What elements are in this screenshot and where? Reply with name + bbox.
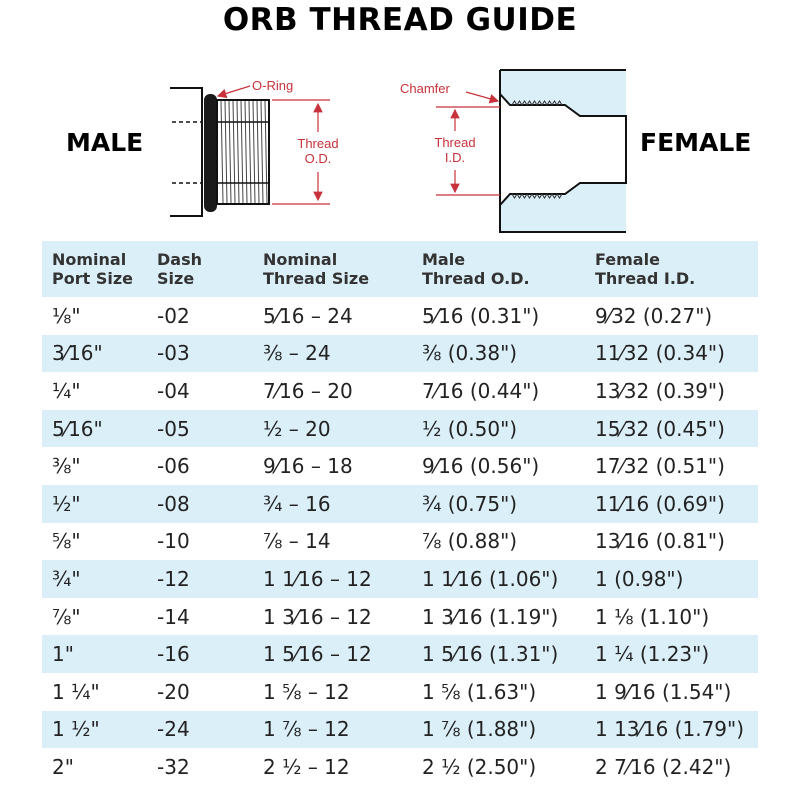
orb-thread-table: Nominal Port Size Dash Size Nominal Thre… bbox=[42, 241, 758, 786]
cell-dash-size: -24 bbox=[157, 717, 190, 742]
cell-port-size: 1" bbox=[52, 642, 74, 667]
cell-female-id: 13⁄32 (0.39") bbox=[595, 378, 725, 403]
cell-dash-size: -08 bbox=[157, 491, 190, 516]
table-body: ⅛" -02 5⁄16 – 24 5⁄16 (0.31") 9⁄32 (0.27") 3⁄… bbox=[42, 297, 758, 786]
cell-port-size: ¾" bbox=[52, 566, 81, 591]
cell-female-id: 17⁄32 (0.51") bbox=[595, 454, 725, 479]
cell-dash-size: -32 bbox=[157, 754, 190, 779]
table-row: 2" -32 2 ½ – 12 2 ½ (2.50") 2 7⁄16 (2.42") bbox=[42, 748, 758, 786]
cell-male-od: 1 ⅝ (1.63") bbox=[422, 679, 537, 704]
cell-dash-size: -12 bbox=[157, 566, 190, 591]
table-row: 1 ½" -24 1 ⅞ – 12 1 ⅞ (1.88") 1 13⁄16 (1.79"… bbox=[42, 710, 758, 749]
page-title: ORB THREAD GUIDE bbox=[222, 2, 578, 38]
table-row: ¼" -04 7⁄16 – 20 7⁄16 (0.44") 13⁄32 (0.39") bbox=[42, 372, 758, 410]
cell-female-id: 2 7⁄16 (2.42") bbox=[595, 754, 732, 779]
cell-thread-size: ¾ – 16 bbox=[263, 491, 331, 516]
cell-thread-size: 1 ⅝ – 12 bbox=[263, 679, 350, 704]
cell-thread-size: 1 5⁄16 – 12 bbox=[263, 642, 372, 667]
cell-male-od: 2 ½ (2.50") bbox=[422, 754, 537, 779]
cell-thread-size: 7⁄16 – 20 bbox=[263, 378, 353, 403]
cell-female-id: 1 9⁄16 (1.54") bbox=[595, 679, 732, 704]
cell-dash-size: -10 bbox=[157, 529, 190, 554]
cell-thread-size: ⅜ – 24 bbox=[263, 341, 331, 366]
cell-female-id: 1 ¼ (1.23") bbox=[595, 642, 710, 667]
cell-male-od: ⅜ (0.38") bbox=[422, 341, 518, 366]
table-row: 5⁄16" -05 ½ – 20 ½ (0.50") 15⁄32 (0.45") bbox=[42, 409, 758, 448]
cell-dash-size: -06 bbox=[157, 454, 190, 479]
female-port bbox=[499, 69, 627, 233]
cell-female-id: 9⁄32 (0.27") bbox=[595, 303, 713, 328]
cell-thread-size: 1 3⁄16 – 12 bbox=[263, 604, 372, 629]
cell-port-size: ⅞" bbox=[52, 604, 81, 629]
cell-port-size: 5⁄16" bbox=[52, 416, 103, 441]
cell-male-od: ½ (0.50") bbox=[422, 416, 518, 441]
chamfer-label: Chamfer bbox=[400, 81, 451, 96]
male-label: MALE bbox=[66, 128, 144, 157]
cell-male-od: 1 5⁄16 (1.31") bbox=[422, 642, 559, 667]
cell-dash-size: -14 bbox=[157, 604, 190, 629]
table-row: ¾" -12 1 1⁄16 – 12 1 1⁄16 (1.06") 1 (0.98") bbox=[42, 560, 758, 598]
cell-dash-size: -16 bbox=[157, 642, 190, 667]
cell-male-od: 5⁄16 (0.31") bbox=[422, 303, 540, 328]
cell-thread-size: 2 ½ – 12 bbox=[263, 754, 350, 779]
cell-port-size: ⅝" bbox=[52, 529, 81, 554]
cell-port-size: 1 ½" bbox=[52, 717, 100, 742]
table-header-row: Nominal Port Size Dash Size Nominal Thre… bbox=[42, 241, 758, 297]
cell-thread-size: 1 1⁄16 – 12 bbox=[263, 566, 372, 591]
cell-port-size: 3⁄16" bbox=[52, 341, 103, 366]
header-nominal-port-size: Nominal Port Size bbox=[52, 250, 133, 288]
cell-male-od: 1 1⁄16 (1.06") bbox=[422, 566, 559, 591]
cell-port-size: ½" bbox=[52, 491, 81, 516]
table-row: 1 ¼" -20 1 ⅝ – 12 1 ⅝ (1.63") 1 9⁄16 (1.54") bbox=[42, 672, 758, 711]
cell-port-size: 2" bbox=[52, 754, 74, 779]
header-female-thread-id: Female Thread I.D. bbox=[595, 250, 696, 288]
table-row: 3⁄16" -03 ⅜ – 24 ⅜ (0.38") 11⁄32 (0.34") bbox=[42, 334, 758, 373]
cell-female-id: 15⁄32 (0.45") bbox=[595, 416, 725, 441]
table-row: 1" -16 1 5⁄16 – 12 1 5⁄16 (1.31") 1 ¼ (1.23"… bbox=[42, 635, 758, 673]
cell-thread-size: 5⁄16 – 24 bbox=[263, 303, 353, 328]
cell-dash-size: -04 bbox=[157, 378, 190, 403]
cell-female-id: 1 (0.98") bbox=[595, 566, 684, 591]
cell-female-id: 11⁄32 (0.34") bbox=[595, 341, 725, 366]
cell-male-od: ¾ (0.75") bbox=[422, 491, 518, 516]
female-label: FEMALE bbox=[640, 128, 752, 157]
cell-dash-size: -03 bbox=[157, 341, 190, 366]
cell-dash-size: -05 bbox=[157, 416, 190, 441]
cell-male-od: 1 3⁄16 (1.19") bbox=[422, 604, 559, 629]
cell-port-size: ⅛" bbox=[52, 303, 81, 328]
cell-thread-size: 9⁄16 – 18 bbox=[263, 454, 353, 479]
cell-male-od: ⅞ (0.88") bbox=[422, 529, 518, 554]
o-ring-shape bbox=[204, 94, 217, 212]
header-nominal-thread-size: Nominal Thread Size bbox=[263, 250, 370, 288]
table-row: ⅜" -06 9⁄16 – 18 9⁄16 (0.56") 17⁄32 (0.51") bbox=[42, 447, 758, 485]
header-male-thread-od: Male Thread O.D. bbox=[422, 250, 530, 288]
cell-female-id: 1 13⁄16 (1.79") bbox=[595, 717, 745, 742]
cell-thread-size: ½ – 20 bbox=[263, 416, 331, 441]
cell-female-id: 1 ⅛ (1.10") bbox=[595, 604, 710, 629]
cell-thread-size: 1 ⅞ – 12 bbox=[263, 717, 350, 742]
cell-female-id: 13⁄16 (0.81") bbox=[595, 529, 725, 554]
male-fitting bbox=[170, 87, 270, 217]
cell-port-size: ¼" bbox=[52, 378, 81, 403]
cell-dash-size: -02 bbox=[157, 303, 190, 328]
table-row: ⅛" -02 5⁄16 – 24 5⁄16 (0.31") 9⁄32 (0.27") bbox=[42, 297, 758, 335]
cell-port-size: 1 ¼" bbox=[52, 679, 100, 704]
cell-male-od: 1 ⅞ (1.88") bbox=[422, 717, 537, 742]
cell-male-od: 9⁄16 (0.56") bbox=[422, 454, 540, 479]
cell-dash-size: -20 bbox=[157, 679, 190, 704]
cell-female-id: 11⁄16 (0.69") bbox=[595, 491, 725, 516]
cell-thread-size: ⅞ – 14 bbox=[263, 529, 331, 554]
table-row: ½" -08 ¾ – 16 ¾ (0.75") 11⁄16 (0.69") bbox=[42, 484, 758, 523]
table-row: ⅝" -10 ⅞ – 14 ⅞ (0.88") 13⁄16 (0.81") bbox=[42, 522, 758, 561]
header-dash-size: Dash Size bbox=[157, 250, 202, 288]
cell-male-od: 7⁄16 (0.44") bbox=[422, 378, 540, 403]
o-ring-label: O-Ring bbox=[252, 78, 293, 93]
cell-port-size: ⅜" bbox=[52, 454, 81, 479]
table-row: ⅞" -14 1 3⁄16 – 12 1 3⁄16 (1.19") 1 ⅛ (1.10"… bbox=[42, 597, 758, 636]
